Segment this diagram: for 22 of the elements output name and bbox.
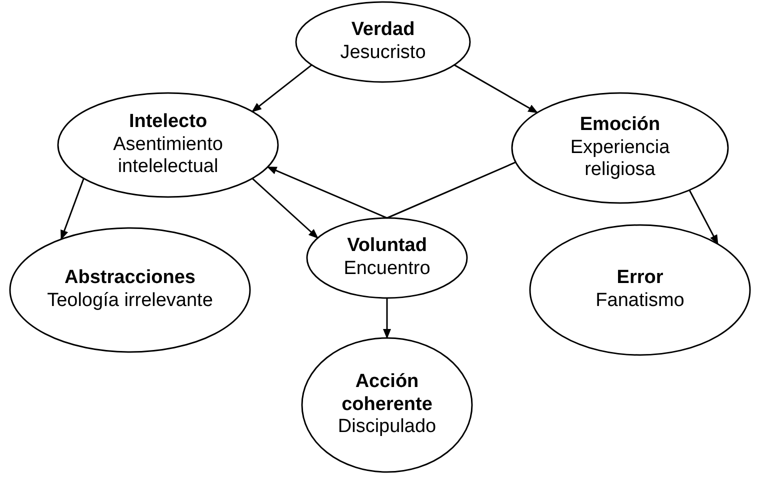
node-heading: Emoción xyxy=(580,114,660,137)
connector-line xyxy=(386,162,516,219)
arrow xyxy=(383,298,391,339)
node-heading: Error xyxy=(616,267,664,290)
node-heading: Acción coherente xyxy=(340,370,434,416)
node-heading: Voluntad xyxy=(347,235,427,258)
node-heading: Intelecto xyxy=(128,110,208,134)
node-text: Teología irrelevante xyxy=(47,290,213,313)
node-heading: Verdad xyxy=(351,19,415,42)
arrow xyxy=(251,64,312,112)
node-text: Fanatismo xyxy=(596,290,684,313)
arrow xyxy=(688,190,718,245)
node-text: Experiencia religiosa xyxy=(569,136,671,182)
node-text: Asentimiento intelelectual xyxy=(112,134,224,180)
arrow xyxy=(60,178,84,240)
arrow xyxy=(252,178,318,239)
node-text: Discipulado xyxy=(338,416,436,440)
arrow xyxy=(266,166,388,219)
node-text: Jesucristo xyxy=(340,42,426,65)
node-heading: Abstracciones xyxy=(64,267,196,290)
node-text: Encuentro xyxy=(344,258,430,281)
arrow xyxy=(454,64,538,114)
